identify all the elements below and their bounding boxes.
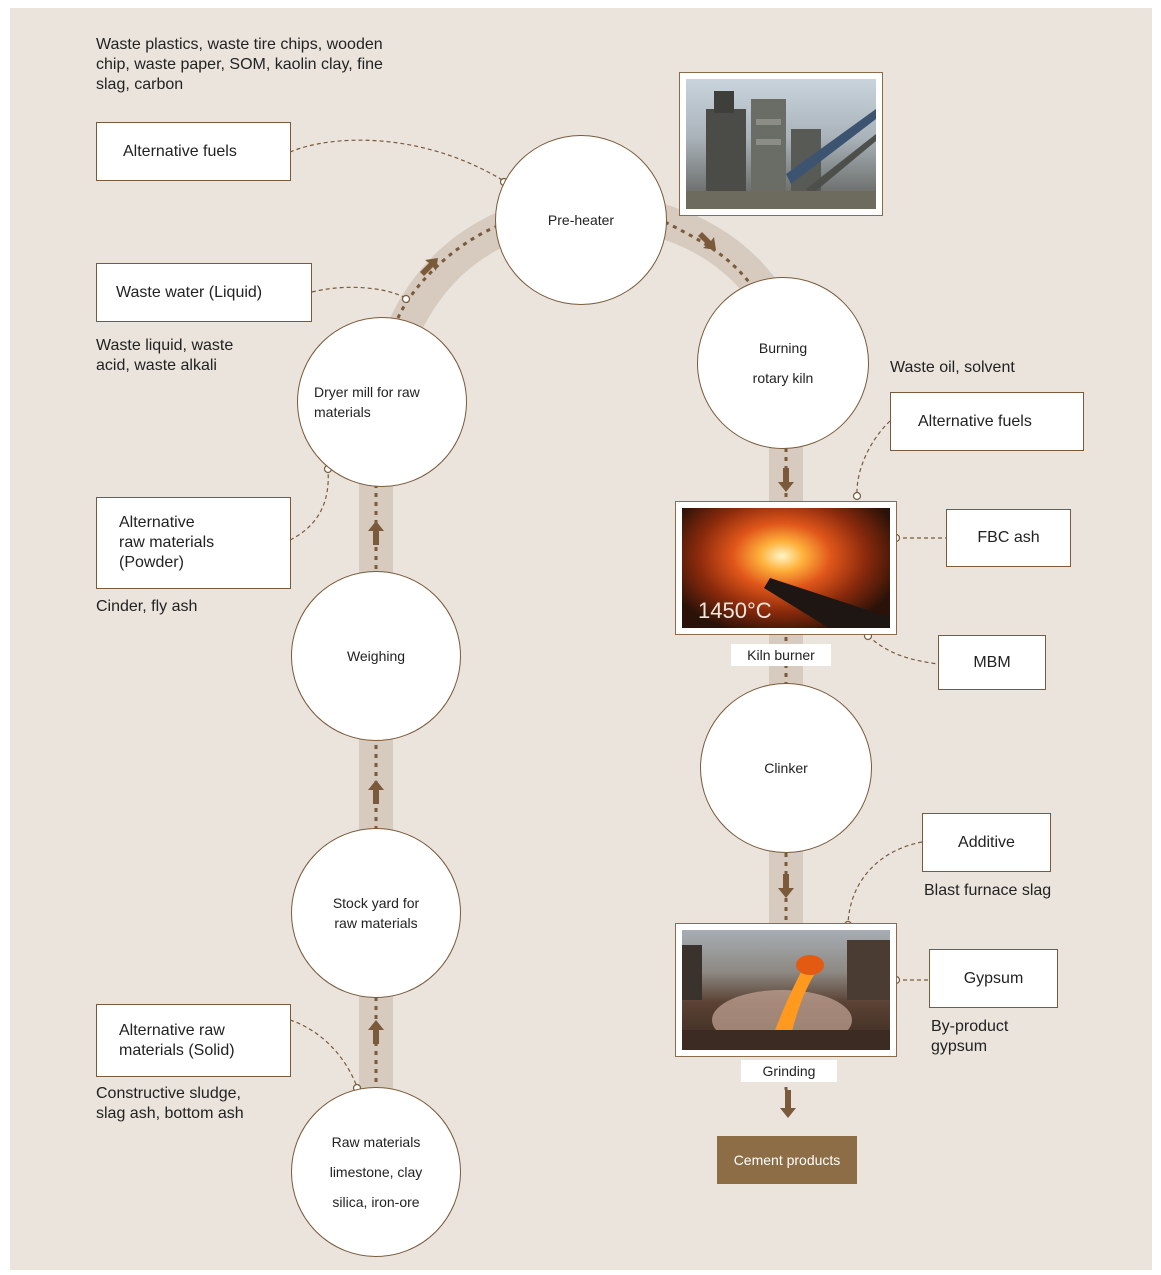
callout-fbc-ash: FBC ash [946, 509, 1071, 567]
callout-alternative-raw-powder: Alternative raw materials (Powder) [96, 497, 291, 589]
note-sludge-line2: slag ash, bottom ash [96, 1105, 244, 1122]
note-waste-oil: Waste oil, solvent [890, 359, 1015, 376]
note-byproduct-line1: By-product [931, 1018, 1009, 1035]
node-stock-yard-line1: Stock yard for [332, 895, 420, 911]
molten-slag-image [682, 930, 890, 1050]
note-byproduct-gypsum: By-product gypsum [931, 1017, 1008, 1057]
arrow-up-1 [368, 1020, 384, 1044]
arrow-down-2 [778, 874, 794, 898]
note-waste-plastics-line3: slag, carbon [96, 76, 184, 93]
callout-fbc-ash-label: FBC ash [977, 529, 1040, 546]
kiln-flame-image: 1450°C [682, 508, 890, 628]
arrow-up-3 [368, 521, 384, 545]
node-clinker-label: Clinker [764, 760, 808, 776]
callout-alt-raw-solid-line2: materials (Solid) [119, 1041, 235, 1059]
callout-waste-water: Waste water (Liquid) [96, 263, 312, 322]
callout-additive-label: Additive [958, 833, 1015, 851]
node-pre-heater-label: Pre-heater [547, 212, 615, 228]
caption-grinding: Grinding [741, 1060, 837, 1082]
node-raw-materials: Raw materials limestone, clay silica, ir… [291, 1087, 461, 1257]
callout-alternative-fuels-left-label: Alternative fuels [123, 142, 237, 160]
callout-waste-water-label: Waste water (Liquid) [116, 283, 263, 301]
arrow-diag-down [698, 232, 716, 250]
note-waste-plastics-line1: Waste plastics, waste tire chips, wooden [96, 36, 383, 53]
node-burning-line2: rotary kiln [752, 370, 814, 386]
photo-kiln-burner: 1450°C [675, 501, 897, 635]
note-waste-liquid-line1: Waste liquid, waste [96, 337, 234, 354]
note-sludge: Constructive sludge, slag ash, bottom as… [96, 1084, 244, 1124]
note-sludge-line1: Constructive sludge, [96, 1085, 241, 1102]
node-raw-materials-line3: silica, iron-ore [332, 1194, 420, 1210]
callout-gypsum-label: Gypsum [963, 969, 1024, 987]
note-waste-liquid-line2: acid, waste alkali [96, 357, 217, 374]
node-burning-line1: Burning [758, 340, 808, 356]
note-byproduct-line2: gypsum [931, 1038, 988, 1055]
callout-alternative-fuels-right: Alternative fuels [890, 392, 1084, 451]
arrow-diag-up [420, 258, 438, 276]
callout-alt-raw-solid-line1: Alternative raw [119, 1021, 225, 1039]
node-weighing: Weighing [291, 571, 461, 741]
node-weighing-label: Weighing [346, 648, 406, 664]
callout-gypsum: Gypsum [929, 949, 1058, 1008]
flow-arrows [368, 232, 796, 1118]
caption-kiln-burner: Kiln burner [731, 644, 831, 666]
note-waste-plastics-line2: chip, waste paper, SOM, kaolin clay, fin… [96, 56, 383, 73]
callout-alt-raw-powder-line3: (Powder) [119, 554, 184, 571]
node-stock-yard-line2: raw materials [334, 915, 418, 931]
note-waste-liquid: Waste liquid, waste acid, waste alkali [96, 336, 233, 376]
callout-additive: Additive [922, 813, 1051, 872]
arrow-down-1 [778, 468, 794, 492]
note-blast-furnace-slag: Blast furnace slag [924, 882, 1052, 899]
node-dryer-mill: Dryer mill for raw materials [297, 317, 467, 487]
node-raw-materials-line1: Raw materials [331, 1134, 421, 1150]
photo-grinding [675, 923, 897, 1057]
node-stock-yard: Stock yard for raw materials [291, 828, 461, 998]
arrow-down-3 [780, 1090, 796, 1118]
callout-alternative-raw-solid: Alternative raw materials (Solid) [96, 1004, 291, 1077]
callout-mbm-label: MBM [973, 653, 1011, 671]
kiln-temperature: 1450°C [698, 598, 772, 623]
note-waste-plastics: Waste plastics, waste tire chips, wooden… [96, 35, 436, 95]
node-clinker: Clinker [700, 683, 872, 853]
plant-image [686, 79, 876, 209]
callout-alt-raw-powder-line2: raw materials [119, 534, 215, 551]
node-raw-materials-line2: limestone, clay [329, 1164, 423, 1180]
leader-lines [289, 139, 946, 1088]
arrow-up-2 [368, 780, 384, 804]
node-dryer-mill-line2: materials [314, 404, 371, 420]
cement-products-box: Cement products [717, 1136, 857, 1184]
callout-alternative-fuels-right-label: Alternative fuels [918, 412, 1032, 430]
callout-alt-raw-powder-line1: Alternative [119, 514, 195, 531]
note-cinder: Cinder, fly ash [96, 598, 198, 615]
callout-mbm: MBM [938, 635, 1046, 690]
callout-alternative-fuels-left: Alternative fuels [96, 122, 291, 181]
node-dryer-mill-line1: Dryer mill for raw [314, 384, 420, 400]
node-pre-heater: Pre-heater [495, 135, 667, 305]
node-burning-rotary-kiln: Burning rotary kiln [697, 277, 869, 449]
photo-plant [679, 72, 883, 216]
